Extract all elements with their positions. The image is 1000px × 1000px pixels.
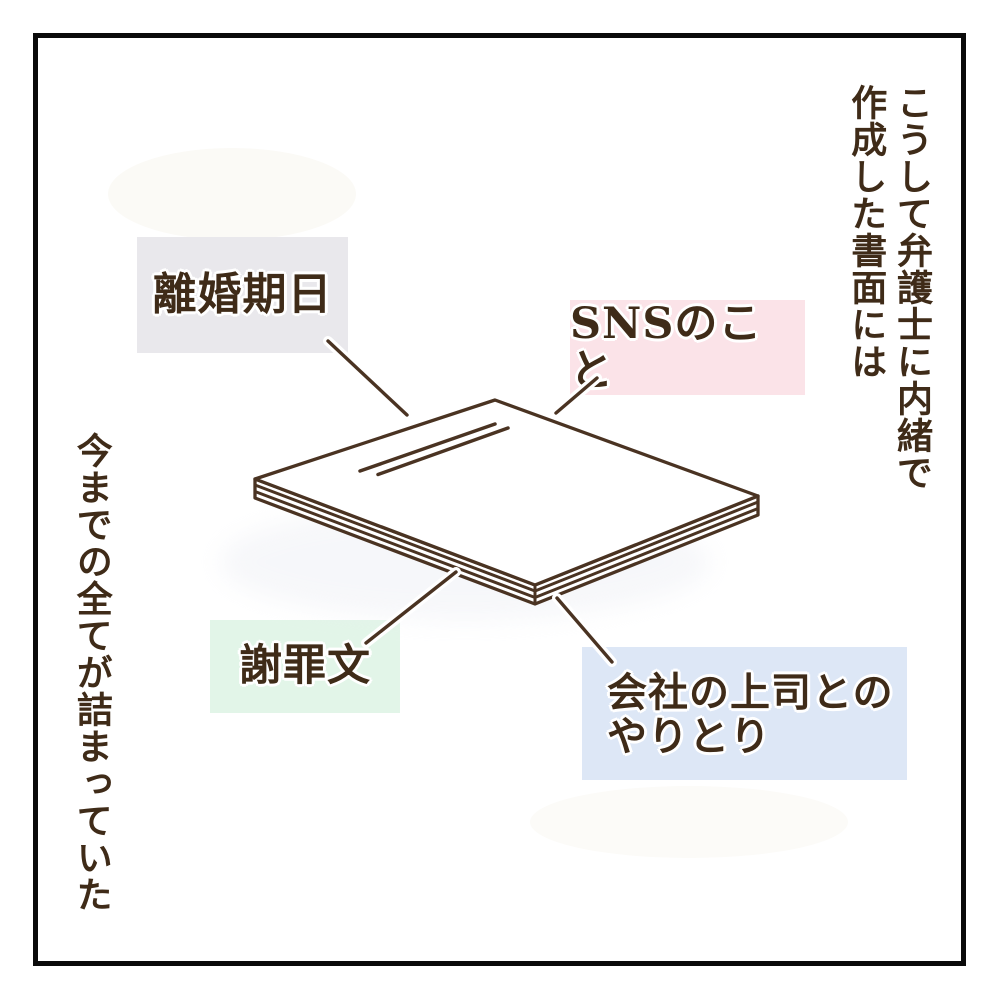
paper-text-line-2 [376,426,510,477]
paper-stack-sheet-line-1 [254,483,759,593]
callout-sns: SNSのこと [570,300,805,395]
paper-stack-shadow [220,504,710,620]
paper-text-line-1 [358,422,497,473]
paper-stack-top-face [253,398,760,587]
faint-highlight-blob-bottom [530,786,848,858]
callout-sns-label: SNSのこと [570,299,763,396]
paper-stack-side [253,477,760,606]
callout-apology-letter: 謝罪文 [210,620,400,713]
narration-right: こうして弁護士に内緒で 作成した書面には [843,84,934,491]
narration-right-line1: こうして弁護士に内緒で [891,84,933,491]
callout-divorce-date: 離婚期日 [137,237,348,353]
callout-boss-correspondence-label: 会社の上司とのやりとり [607,669,894,760]
narration-left: 今までの全てが詰まっていた [68,432,114,913]
callout-boss-correspondence: 会社の上司とのやりとり [582,647,907,780]
paper-stack-sheet-line-2 [254,490,759,599]
callout-divorce-date-label: 離婚期日 [152,269,333,321]
narration-right-line2: 作成した書面には [845,84,888,380]
faint-highlight-blob-top [108,148,356,240]
narration-left-line1: 今までの全てが詰まっていた [70,432,113,913]
panel-border [33,33,966,966]
callout-apology-letter-label: 謝罪文 [239,641,371,692]
